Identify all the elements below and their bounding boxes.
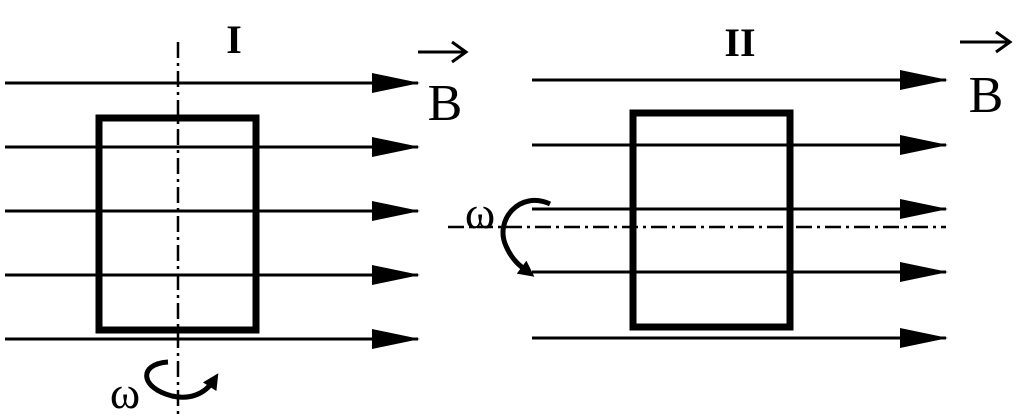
vector-arrowhead-icon: [451, 40, 469, 64]
loop-frame-ii: [629, 109, 794, 331]
rotation-indicator-ii: ω: [465, 187, 552, 277]
figure-label-i: I: [226, 17, 242, 62]
vector-arrowhead-icon: [995, 30, 1013, 54]
field-lines-ii: [532, 70, 948, 348]
rotation-indicator-i: ω: [110, 359, 219, 417]
omega-symbol-i: ω: [110, 367, 140, 417]
loop-frame-i: [95, 114, 260, 334]
rotation-arrow-icon: [144, 359, 219, 400]
field-lines-i: [5, 73, 420, 349]
vector-b-i: B: [418, 40, 469, 132]
rotation-arrow-icon: [500, 197, 552, 277]
figure-i: I B ω: [5, 17, 469, 417]
figure-ii: II B ω: [448, 20, 1013, 348]
figure-label-ii: II: [724, 20, 755, 65]
field-symbol-ii: B: [969, 67, 1004, 124]
field-symbol-i: B: [428, 75, 463, 132]
omega-symbol-ii: ω: [465, 187, 495, 238]
vector-b-ii: B: [960, 30, 1013, 124]
